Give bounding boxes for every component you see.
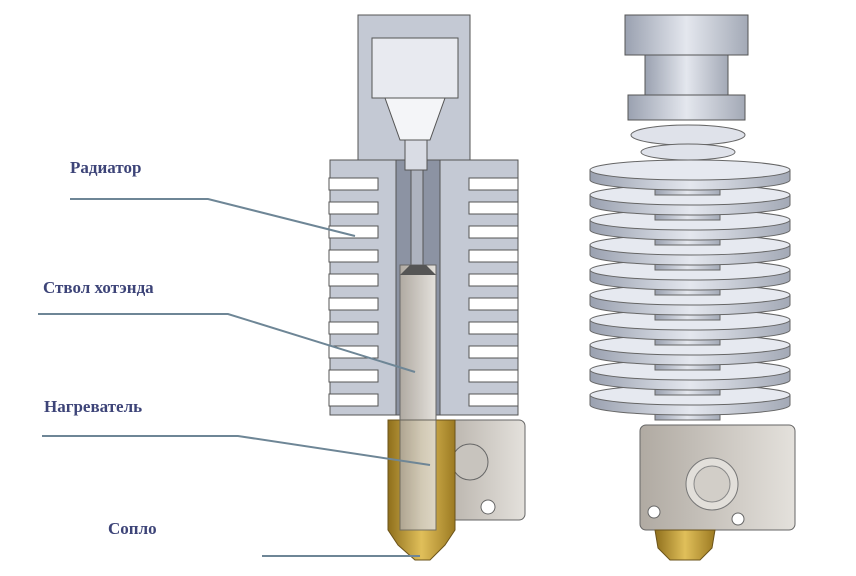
fin-gap bbox=[468, 369, 519, 383]
fin-gap bbox=[328, 225, 379, 239]
fin-gap bbox=[328, 201, 379, 215]
heatsink-top-collar bbox=[624, 14, 749, 56]
leader-lines bbox=[38, 198, 431, 557]
leader-line-radiator bbox=[70, 198, 356, 237]
fin-gap bbox=[468, 273, 519, 287]
fin-gap bbox=[468, 393, 519, 407]
cutaway-view bbox=[328, 14, 526, 561]
fin-gap bbox=[328, 177, 379, 191]
heater-cartridge-end bbox=[693, 465, 731, 503]
label-nozzle: Сопло bbox=[108, 519, 157, 538]
brass-nozzle-external bbox=[654, 529, 716, 561]
thermistor-hole bbox=[647, 505, 661, 519]
fin-gap bbox=[468, 177, 519, 191]
heatsink-groove-ring bbox=[627, 94, 746, 121]
screw-hole-external bbox=[731, 512, 745, 526]
external-view bbox=[589, 14, 796, 561]
fin-gap bbox=[468, 321, 519, 335]
leader-line-heater bbox=[42, 435, 431, 466]
heatsink-bore bbox=[371, 37, 459, 99]
barrel-tip bbox=[400, 265, 436, 275]
fin-gap bbox=[468, 345, 519, 359]
fin bbox=[589, 159, 791, 181]
fin-gap bbox=[468, 297, 519, 311]
heatsink-fins bbox=[589, 124, 791, 421]
fin-gap bbox=[328, 321, 379, 335]
fin-gap bbox=[328, 273, 379, 287]
filament-funnel bbox=[384, 97, 446, 141]
fin-gap bbox=[328, 297, 379, 311]
hotend-barrel bbox=[399, 264, 437, 426]
fin-gap bbox=[468, 201, 519, 215]
upper-ring bbox=[630, 124, 746, 146]
label-radiator: Радиатор bbox=[70, 158, 142, 177]
upper-ring bbox=[640, 143, 736, 161]
fin-gap bbox=[328, 369, 379, 383]
heatsink-neck bbox=[644, 54, 729, 96]
barrel-lower bbox=[399, 419, 437, 531]
label-heater: Нагреватель bbox=[44, 397, 143, 416]
heater-cartridge-hole bbox=[451, 443, 489, 481]
fin-gap bbox=[468, 225, 519, 239]
leader-line-barrel bbox=[38, 313, 416, 373]
fin-gap bbox=[328, 249, 379, 263]
fin-gap bbox=[468, 249, 519, 263]
label-barrel: Ствол хотэнда bbox=[43, 278, 154, 297]
screw-hole bbox=[480, 499, 496, 515]
fin-gap bbox=[328, 393, 379, 407]
filament-channel bbox=[404, 139, 428, 171]
filament-path bbox=[410, 169, 424, 266]
